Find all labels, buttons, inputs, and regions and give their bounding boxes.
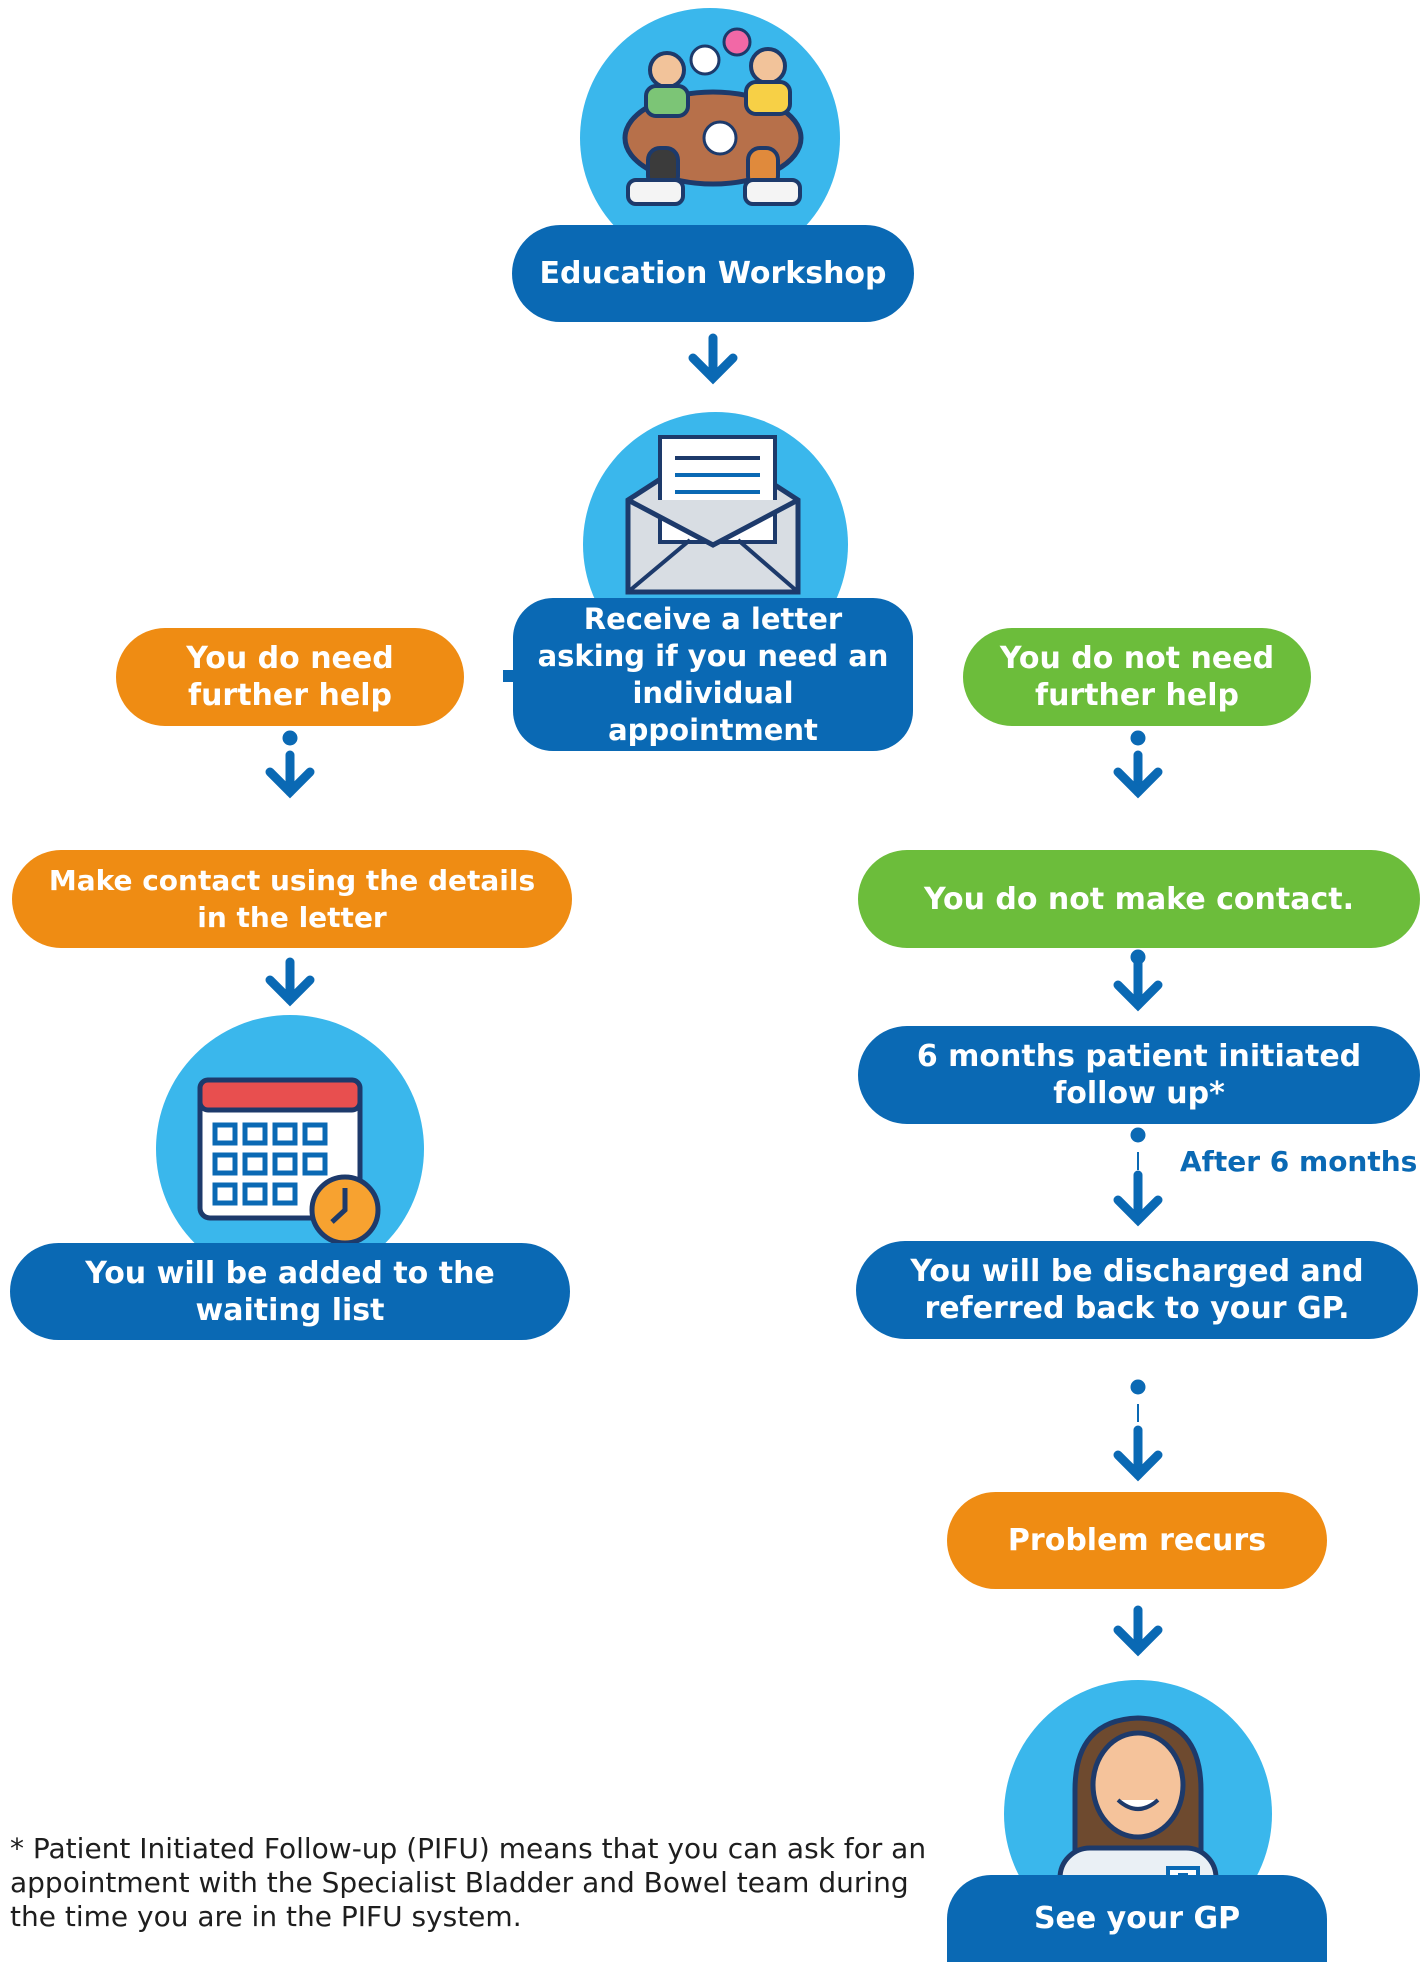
education-workshop-node: Education Workshop bbox=[512, 225, 914, 322]
arrow-right-4 bbox=[1113, 1379, 1163, 1482]
pifu-6-months-node: 6 months patient initiated follow up* bbox=[858, 1026, 1420, 1124]
do-not-need-help-node: You do not need further help bbox=[963, 628, 1311, 726]
arrow-right-1 bbox=[1113, 730, 1163, 799]
see-gp-node: See your GP bbox=[947, 1875, 1327, 1962]
arrow-right-2 bbox=[1113, 949, 1163, 1012]
calendar-clock-icon bbox=[197, 1077, 381, 1246]
do-need-help-node: You do need further help bbox=[116, 628, 464, 726]
make-contact-node: Make contact using the details in the le… bbox=[12, 850, 572, 948]
pifu-footnote: * Patient Initiated Follow-up (PIFU) mea… bbox=[10, 1832, 927, 1933]
arrow-left-1 bbox=[265, 730, 315, 799]
after-6-months-label: After 6 months bbox=[1180, 1145, 1418, 1178]
discharged-node: You will be discharged and referred back… bbox=[856, 1241, 1418, 1339]
receive-letter-node: Receive a letter asking if you need an i… bbox=[513, 598, 913, 751]
envelope-letter-icon bbox=[625, 435, 801, 595]
meeting-icon bbox=[622, 27, 804, 206]
arrow-right-5 bbox=[1113, 1605, 1163, 1657]
arrow-right-3 bbox=[1113, 1127, 1163, 1227]
do-not-make-contact-node: You do not make contact. bbox=[858, 850, 1420, 948]
arrow-left-2 bbox=[265, 957, 315, 1007]
side-tab bbox=[503, 670, 513, 682]
arrow-1 bbox=[688, 333, 738, 385]
waiting-list-node: You will be added to the waiting list bbox=[10, 1243, 570, 1340]
problem-recurs-node: Problem recurs bbox=[947, 1492, 1327, 1589]
